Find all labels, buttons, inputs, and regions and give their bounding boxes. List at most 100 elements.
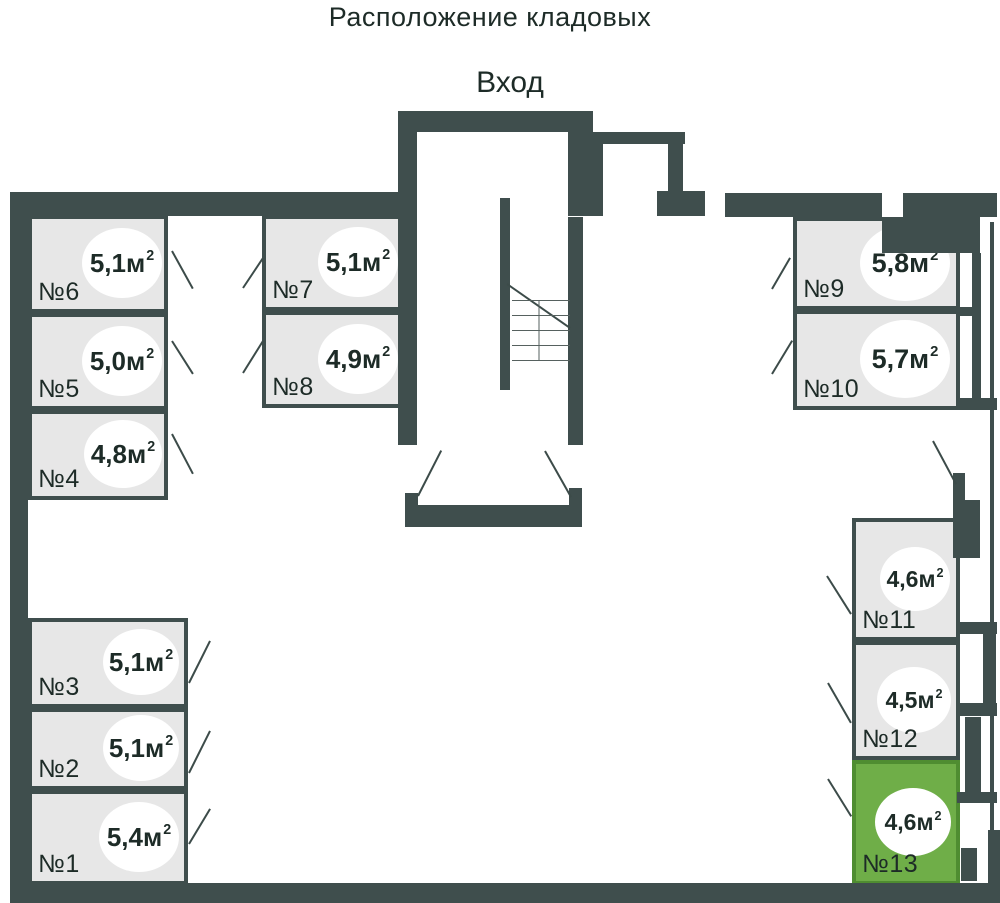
room-area-unit-sup: 2 xyxy=(936,565,944,580)
area-badge: 5,1м2 xyxy=(103,629,179,695)
wall-segment-entrance-left-wall xyxy=(398,132,417,445)
wall-segment-right-outer-line xyxy=(990,222,994,830)
door-swing-room-12 xyxy=(827,682,852,724)
wall-segment-entrance-right-wall xyxy=(568,217,583,445)
page-title: Расположение кладовых xyxy=(328,2,652,32)
door-swing-room-2 xyxy=(188,730,211,774)
door-swing-room-9 xyxy=(771,257,791,290)
room-area-value: 5,1 xyxy=(108,646,145,677)
wall-segment-window-conn-3 xyxy=(957,622,997,634)
area-badge: 4,8м2 xyxy=(84,420,162,488)
room-area-unit-sup: 2 xyxy=(163,822,172,839)
door-swing-room-1 xyxy=(188,808,211,845)
storage-room-3[interactable]: 5,1м2 №3 xyxy=(28,618,188,708)
room-area-unit: м xyxy=(144,646,165,677)
wall-segment-window-conn-5 xyxy=(957,792,997,803)
wall-segment-niche-top-bar xyxy=(577,132,685,144)
room-area-unit: м xyxy=(144,732,165,763)
room-number-label: №11 xyxy=(862,606,917,634)
room-number-label: №12 xyxy=(862,725,919,753)
door-swing-room-5 xyxy=(171,340,194,375)
stair-step-line-1 xyxy=(512,300,570,301)
stair-step-line-3 xyxy=(512,330,570,331)
stair-step-divider xyxy=(538,300,540,361)
room-number-label: №2 xyxy=(38,755,80,783)
storage-room-8[interactable]: 4,9м2 №8 xyxy=(262,311,405,408)
area-badge: 4,6м2 xyxy=(880,547,950,611)
wall-segment-window-strip-b xyxy=(983,634,996,703)
room-number-label: №13 xyxy=(862,850,919,878)
room-area-unit-sup: 2 xyxy=(146,346,155,363)
room-number-label: №8 xyxy=(272,373,314,401)
room-number-label: №9 xyxy=(803,275,845,303)
room-area-unit-sup: 2 xyxy=(165,647,174,664)
room-number-label: №5 xyxy=(38,375,80,403)
door-swing-room-7 xyxy=(242,257,264,289)
wall-segment-window-strip-c xyxy=(965,717,981,792)
room-area-value: 5,0 xyxy=(89,345,126,376)
wall-segment-entrance-bottom-bar xyxy=(405,505,582,527)
room-area-value: 4,6 xyxy=(886,565,919,592)
stair-step-line-5 xyxy=(512,360,570,361)
room-area-unit: м xyxy=(909,247,930,278)
stair-step-line-2 xyxy=(512,315,570,316)
room-area-unit: м xyxy=(142,821,163,852)
room-number-label: №7 xyxy=(272,276,314,304)
area-badge: 5,1м2 xyxy=(318,227,398,297)
room-area-value: 5,1 xyxy=(325,246,362,277)
area-badge: 4,6м2 xyxy=(875,788,951,856)
room-area-unit-sup: 2 xyxy=(147,439,156,456)
wall-segment-window-strip-a xyxy=(972,253,981,398)
wall-segment-window-conn-1 xyxy=(960,307,974,316)
area-badge: 5,1м2 xyxy=(82,228,162,298)
room-number-label: №3 xyxy=(38,673,80,701)
room-area-unit: м xyxy=(918,565,936,592)
wall-segment-right-block xyxy=(953,500,980,558)
wall-segment-right-stub xyxy=(953,473,965,500)
wall-segment-bottom-right-stub xyxy=(961,848,977,881)
room-area-unit-sup: 2 xyxy=(382,344,391,361)
wall-segment-window-conn-4 xyxy=(957,703,997,716)
wall-segment-top-left-band xyxy=(10,192,417,216)
door-swing-room-6 xyxy=(171,250,194,290)
room-area-value: 5,4 xyxy=(106,821,143,852)
door-swing-entrance-left xyxy=(417,450,442,497)
room-area-unit-sup: 2 xyxy=(934,808,942,823)
door-swing-room-13 xyxy=(827,778,852,817)
room-number-label: №6 xyxy=(38,278,80,306)
room-area-unit-sup: 2 xyxy=(935,686,943,701)
room-area-unit-sup: 2 xyxy=(930,344,939,361)
stair-step-line-4 xyxy=(512,345,570,346)
room-area-value: 4,9 xyxy=(325,343,362,374)
wall-segment-top-band-b xyxy=(725,193,882,217)
room-area-unit: м xyxy=(909,343,930,374)
wall-segment-bottom-wall xyxy=(10,883,1000,903)
room-area-value: 5,7 xyxy=(871,343,910,374)
area-badge: 5,7м2 xyxy=(860,320,950,398)
room-number-label: №4 xyxy=(38,465,80,493)
door-swing-room-8 xyxy=(242,340,264,374)
wall-segment-left-wall xyxy=(10,192,28,903)
room-area-value: 5,1 xyxy=(89,247,126,278)
wall-segment-entrance-top-wall xyxy=(398,111,593,132)
room-area-unit: м xyxy=(916,808,934,835)
door-swing-room-11 xyxy=(826,575,852,615)
room-area-unit: м xyxy=(361,343,382,374)
area-badge: 5,4м2 xyxy=(99,802,179,872)
room-area-unit: м xyxy=(125,247,146,278)
wall-segment-entrance-right-pillar xyxy=(568,132,603,216)
room-area-value: 5,1 xyxy=(108,732,145,763)
room-area-unit: м xyxy=(361,246,382,277)
wall-segment-window-conn-2 xyxy=(960,398,997,410)
